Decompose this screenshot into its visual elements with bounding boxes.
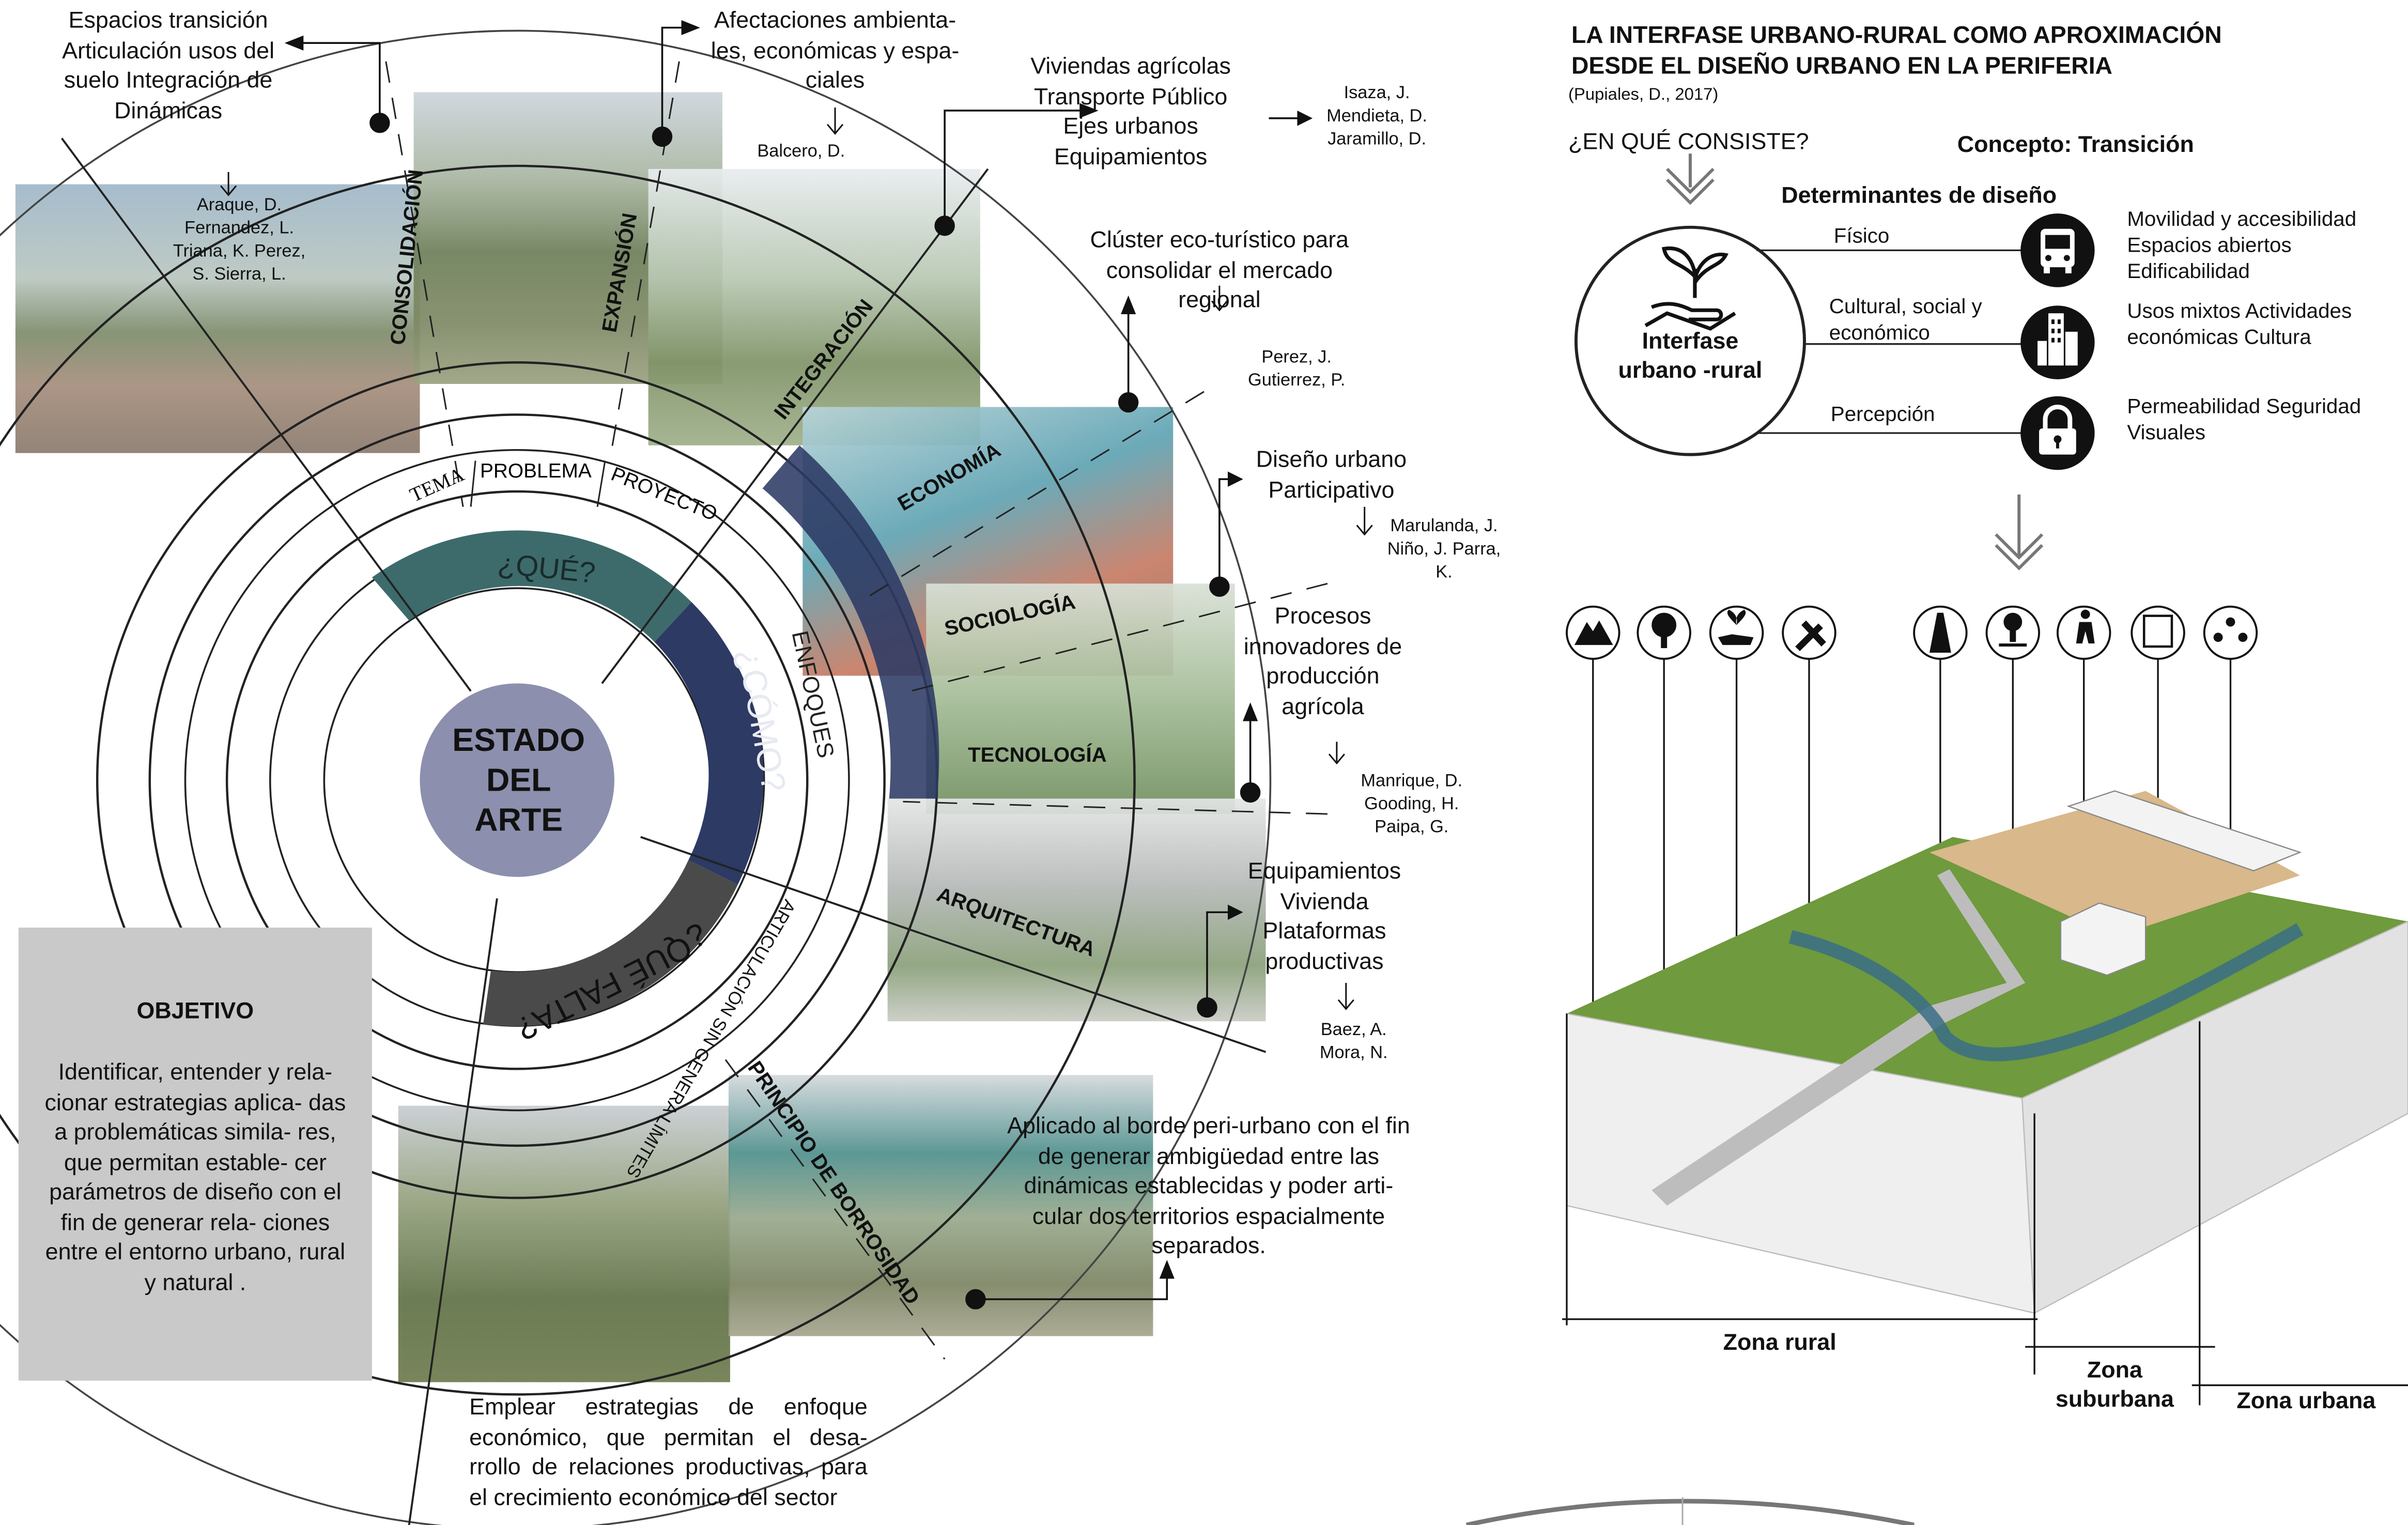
interfase-label: Interfase urbano -rural xyxy=(1618,328,1763,384)
photo-borrosidad-right xyxy=(728,1075,1153,1336)
path-road xyxy=(1651,869,2026,1206)
sector-borrosidad: PRINCIPIO DE BORROSIDAD xyxy=(743,1057,924,1308)
row-fisico-items: Movilidad y accesibilidad Espacios abier… xyxy=(2127,207,2357,283)
sector-integracion: INTEGRACIÓN xyxy=(769,295,877,424)
ref-balcero: Balcero, D. xyxy=(757,143,845,162)
ref-perez: Perez, J. Gutierrez, P. xyxy=(1247,348,1346,390)
photo-tecnologia xyxy=(926,583,1235,814)
tab-tema: TEMA xyxy=(407,463,468,506)
citation: (Pupiales, D., 2017) xyxy=(1568,86,1719,105)
row-cultural-items: Usos mixtos Actividades económicas Cultu… xyxy=(2127,299,2352,349)
sector-sociologia: SOCIOLOGÍA xyxy=(943,590,1077,640)
zone-urbana: Zona urbana xyxy=(2236,1388,2376,1415)
enfoques-band xyxy=(762,445,939,799)
note-viviendas: Viviendas agrícolas Transporte Público E… xyxy=(1030,54,1231,170)
sector-consolidacion: CONSOLIDACIÓN xyxy=(385,168,428,346)
tab-problema: PROBLEMA xyxy=(480,460,592,482)
terrain-side xyxy=(2021,920,2408,1314)
sprout-hand-icon xyxy=(1709,605,1764,660)
note-procesos: Procesos innovadores de producción agríc… xyxy=(1243,603,1402,720)
ref-marulanda: Marulanda, J. Niño, J. Parra, K. xyxy=(1387,517,1501,582)
bottom-arc xyxy=(1465,1497,1915,1525)
objetivo-title: OBJETIVO xyxy=(136,998,254,1025)
determinantes: Determinantes de diseño xyxy=(1781,182,2057,209)
zone-suburbana: Zona suburbana xyxy=(2055,1358,2174,1413)
objetivo-text: Identificar, entender y rela- cionar est… xyxy=(44,1059,346,1296)
radial-diagram: TEMA PROBLEMA PROYECTO ¿QUÉ? ¿CÓMO? ENFO… xyxy=(0,20,1373,1525)
tab-proyecto: PROYECTO xyxy=(608,463,720,526)
photo-arquitectura xyxy=(887,798,1266,1022)
photo-consolidacion xyxy=(15,184,420,453)
zone-rural: Zona rural xyxy=(1723,1330,1836,1357)
note-diseno: Diseño urbano Participativo xyxy=(1256,446,1407,503)
sector-arquitectura: ARQUITECTURA xyxy=(934,883,1099,961)
city-map-icon xyxy=(2131,605,2185,660)
small-building xyxy=(2060,902,2147,976)
interfase-circle xyxy=(1574,225,1807,456)
que-falta-arc xyxy=(483,860,738,1026)
network-icon xyxy=(2203,605,2258,660)
note-aplicado: Aplicado al borde peri-urbano con el fin… xyxy=(1007,1113,1410,1259)
lock-icon xyxy=(2039,405,2076,455)
bus-icon xyxy=(2041,228,2075,273)
que-arc xyxy=(372,530,692,642)
note-espacios: Espacios transición Articulación usos de… xyxy=(62,7,275,124)
row-percepcion-items: Permeabilidad Seguridad Visuales xyxy=(2127,394,2361,444)
city-icon xyxy=(2037,313,2078,366)
stream xyxy=(1788,923,2304,1061)
page-title: LA INTERFASE URBANO-RURAL COMO APROXIMAC… xyxy=(1571,23,2222,80)
como-arc xyxy=(654,602,764,885)
center-circle xyxy=(420,683,614,877)
note-emplear: Emplear estrategias de enfoque económico… xyxy=(469,1394,868,1511)
question: ¿EN QUÉ CONSISTE? xyxy=(1568,129,1809,156)
ref-manrique: Manrique, D. Gooding, H. Paipa, G. xyxy=(1361,772,1463,837)
row-percepcion-label: Percepción xyxy=(1830,402,1935,426)
urban-buildings xyxy=(2066,790,2302,872)
photo-borrosidad-left xyxy=(398,1105,730,1382)
sector-tecnologia: TECNOLOGÍA xyxy=(968,743,1107,766)
center-label: ESTADO DEL ARTE xyxy=(452,723,585,839)
note-afectaciones: Afectaciones ambienta- les, económicas y… xyxy=(711,7,960,94)
row-fisico-label: Físico xyxy=(1833,224,1890,248)
note-equipamientos: Equipamientos Vivienda Plataformas produ… xyxy=(1247,858,1401,975)
sector-economia: ECONOMÍA xyxy=(893,438,1005,515)
ref-isaza: Isaza, J. Mendieta, D. Jaramillo, D. xyxy=(1326,84,1427,149)
note-cluster: Clúster eco-turístico para consolidar el… xyxy=(1090,227,1349,314)
sprout-icon xyxy=(1644,246,1736,331)
landscape-section xyxy=(1562,605,2408,1406)
concept-diagram xyxy=(1574,153,2095,571)
ref-araque: Araque, D. Fernandez, L. Triana, K. Pere… xyxy=(173,196,306,284)
concept: Concepto: Transición xyxy=(1957,132,2194,159)
row-cultural-label: Cultural, social y económico xyxy=(1829,295,1982,344)
objetivo-box: OBJETIVO Identificar, entender y rela- c… xyxy=(18,927,372,1381)
sector-expansion: EXPANSIÓN xyxy=(597,211,641,334)
ref-baez: Baez, A. Mora, N. xyxy=(1319,1021,1388,1063)
